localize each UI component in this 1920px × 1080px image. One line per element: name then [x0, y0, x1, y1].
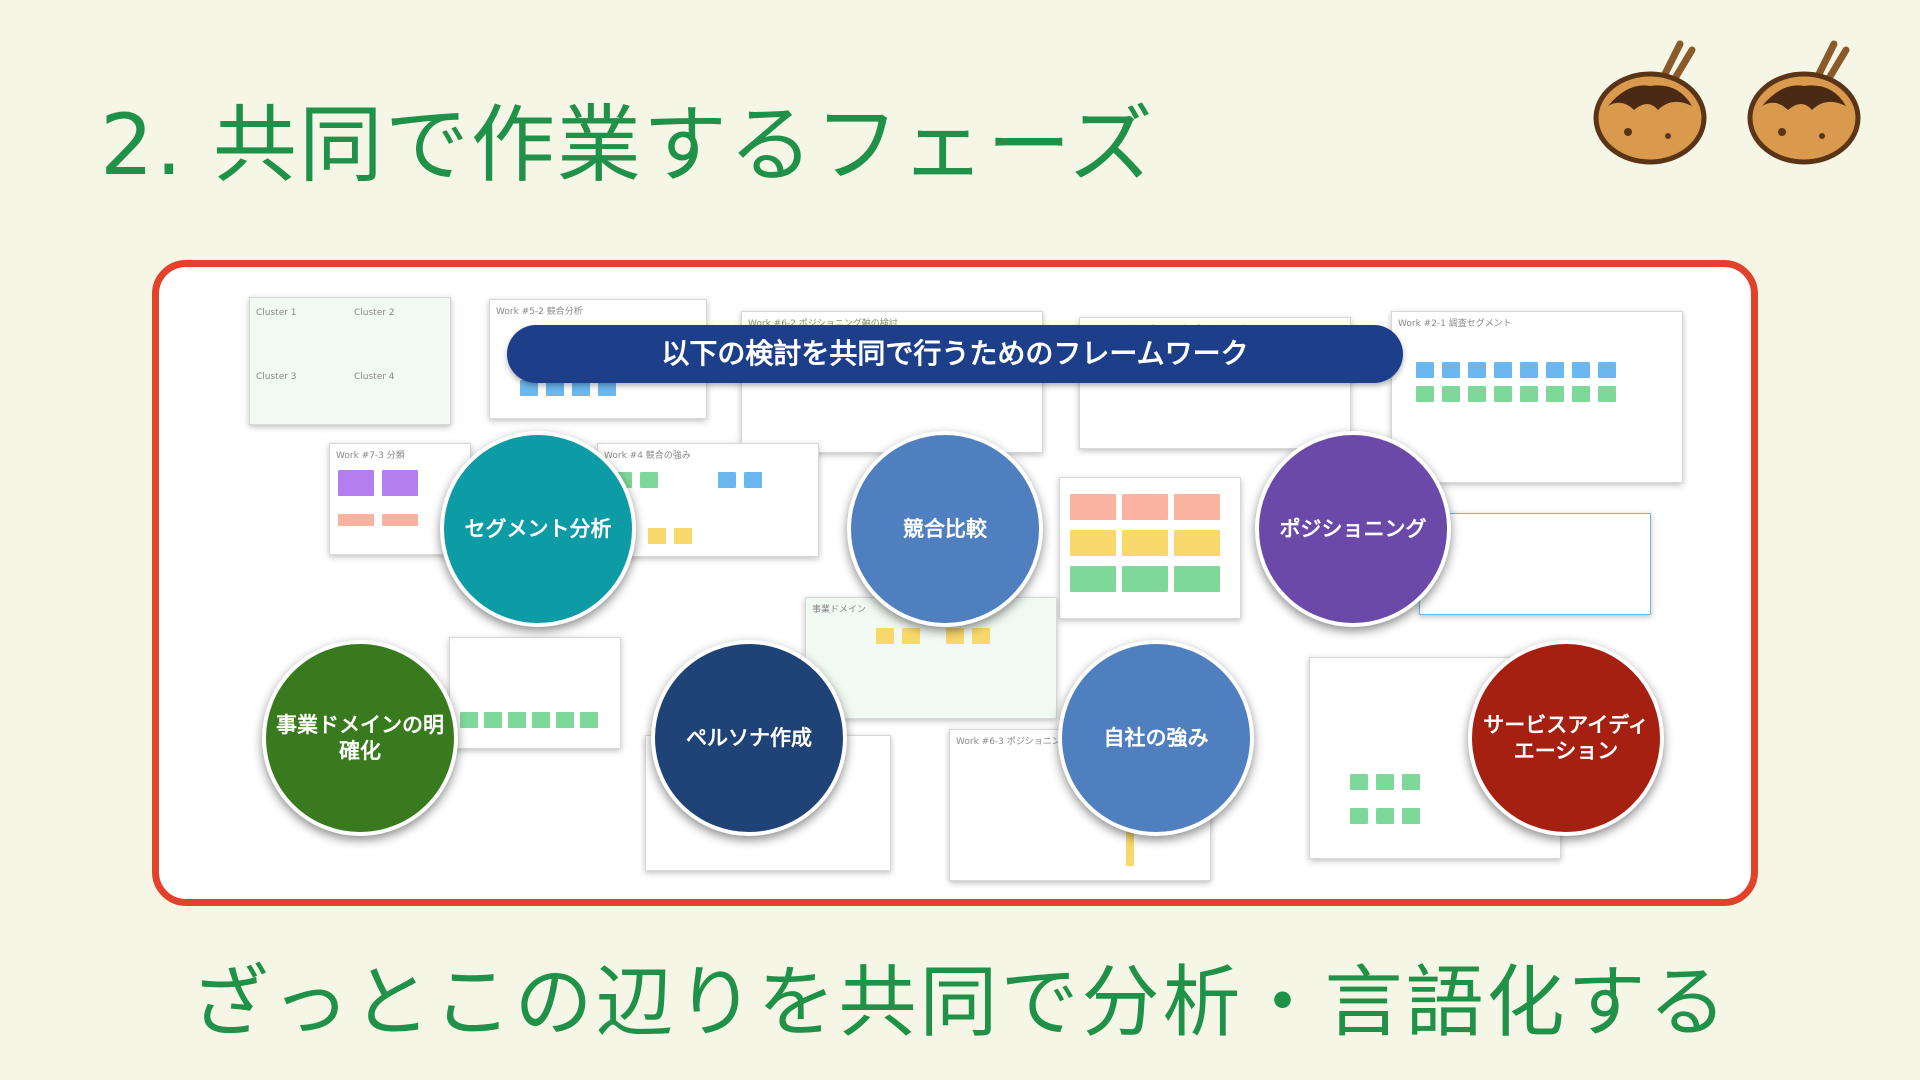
board-header: Work #7-3 分類 [336, 451, 405, 461]
circle-persona: ペルソナ作成 [651, 640, 847, 836]
slide-title: 2. 共同で作業するフェーズ [100, 96, 1155, 194]
framework-banner: 以下の検討を共同で行うためのフレームワーク [507, 325, 1403, 383]
board-positioning-grid [1059, 477, 1241, 619]
circle-service-ideation: サービスアイディエーション [1468, 640, 1664, 836]
board-ideation [1419, 513, 1651, 615]
board-header: Work #2-1 調査セグメント [1398, 319, 1512, 329]
circle-competitor-comparison: 競合比較 [847, 431, 1043, 627]
takoyaki-icon [1593, 40, 1707, 165]
board-clusters: Cluster 1 Cluster 2 Cluster 3 Cluster 4 [249, 297, 451, 425]
circle-positioning: ポジショニング [1255, 431, 1451, 627]
takoyaki-icon [1747, 40, 1861, 165]
board-header: Cluster 1 [256, 308, 297, 318]
board-header: Cluster 2 [354, 308, 395, 318]
board-header: 事業ドメイン [812, 605, 867, 615]
circle-company-strengths: 自社の強み [1058, 640, 1254, 836]
board-header: Work #6-3 ポジショニング [956, 737, 1070, 747]
board-header: Work #5-2 競合分析 [496, 307, 583, 317]
board-header: Cluster 4 [354, 372, 395, 382]
board-segment-research: Work #2-1 調査セグメント [1391, 311, 1683, 483]
framework-panel: Cluster 1 Cluster 2 Cluster 3 Cluster 4 … [152, 260, 1758, 906]
circle-business-domain: 事業ドメインの明確化 [262, 640, 458, 836]
board-domain [449, 637, 621, 749]
circle-segment-analysis: セグメント分析 [440, 431, 636, 627]
board-header: Work #6-2 ポジショニング軸の検討 [748, 319, 898, 329]
board-header: Work #4 競合の強み [604, 451, 691, 461]
slide-subtitle: ざっとこの辺りを共同で分析・言語化する [190, 958, 1730, 1048]
board-header: Cluster 3 [256, 372, 297, 382]
